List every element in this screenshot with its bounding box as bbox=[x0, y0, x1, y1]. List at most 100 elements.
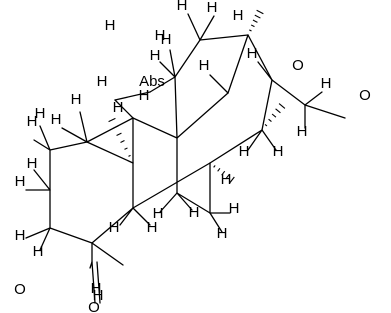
bond bbox=[33, 169, 51, 191]
stereo-hash bbox=[217, 167, 221, 172]
bond bbox=[39, 125, 51, 151]
bond bbox=[132, 117, 178, 139]
atom-label-hydrogen: H bbox=[229, 200, 240, 217]
bond bbox=[132, 207, 151, 226]
bond bbox=[91, 207, 134, 244]
atom-label-hydrogen: H bbox=[161, 31, 172, 48]
bond bbox=[227, 34, 249, 94]
atom-label-oxygen: O bbox=[292, 57, 304, 74]
atom-label-hydrogen: H bbox=[321, 75, 332, 92]
bond bbox=[25, 227, 51, 239]
stereo-hash bbox=[254, 14, 261, 19]
bond bbox=[174, 39, 201, 78]
bond bbox=[304, 104, 346, 119]
stereo-hash bbox=[256, 9, 264, 15]
stereo-hash bbox=[250, 24, 255, 28]
atom-label-hydrogen: H bbox=[113, 99, 124, 116]
atom-label-hydrogen: H bbox=[153, 205, 164, 222]
bond bbox=[257, 61, 273, 81]
bond bbox=[159, 192, 178, 213]
bond bbox=[176, 192, 211, 214]
atom-label-hydrogen: H bbox=[71, 91, 82, 108]
bond bbox=[199, 34, 249, 41]
bond bbox=[174, 76, 178, 139]
bond bbox=[176, 192, 193, 211]
atom-label-hydrogen: H bbox=[139, 87, 150, 104]
stereo-hash bbox=[213, 165, 216, 168]
stereo-hash bbox=[124, 147, 128, 150]
bond bbox=[209, 212, 223, 233]
atom-label-hydrogen: H bbox=[147, 219, 158, 236]
bond bbox=[209, 129, 263, 164]
atom-label-hydrogen: H bbox=[199, 57, 210, 74]
bond bbox=[49, 227, 93, 244]
atom-label-hydrogen: H bbox=[105, 17, 116, 34]
bond bbox=[91, 261, 96, 304]
atom-label-hydrogen: H bbox=[177, 0, 188, 14]
bond bbox=[261, 129, 277, 151]
bond bbox=[247, 129, 263, 151]
atom-label-hydrogen: H bbox=[239, 143, 250, 160]
stereo-hash bbox=[278, 103, 286, 109]
atom-label-oxygen: O bbox=[14, 281, 26, 298]
bond bbox=[176, 92, 229, 139]
bond-layer bbox=[25, 13, 346, 304]
bond bbox=[114, 99, 134, 119]
stereo-hash bbox=[271, 113, 277, 118]
atom-label-hydrogen: H bbox=[207, 0, 218, 16]
bond bbox=[49, 141, 88, 151]
atom-label-hydrogen: H bbox=[150, 47, 161, 64]
atom-label-hydrogen: H bbox=[27, 113, 38, 130]
atom-label-hydrogen: H bbox=[35, 105, 46, 122]
stereo-hash bbox=[225, 173, 230, 180]
bond bbox=[261, 79, 273, 131]
atom-label-hydrogen: H bbox=[15, 227, 26, 244]
bond bbox=[96, 261, 101, 304]
atom-label-hydrogen: H bbox=[221, 171, 232, 188]
atom-label-hydrogen: H bbox=[93, 287, 104, 304]
bond bbox=[159, 61, 176, 78]
atom-label-hydrogen: H bbox=[189, 204, 200, 221]
bond bbox=[132, 162, 211, 209]
bond bbox=[79, 111, 88, 143]
bond bbox=[86, 141, 134, 164]
stereo-hash bbox=[112, 125, 119, 130]
atom-label-abs: Abs bbox=[139, 73, 165, 90]
stereo-hash bbox=[108, 117, 116, 123]
atom-label-hydrogen: H bbox=[247, 45, 258, 62]
atom-label-hydrogen: H bbox=[155, 27, 166, 44]
bond bbox=[247, 34, 273, 81]
atom-label-hydrogen: H bbox=[273, 143, 284, 160]
bond bbox=[61, 127, 88, 143]
bond bbox=[86, 117, 134, 143]
stereo-hash bbox=[249, 29, 252, 32]
atom-label-hydrogen: H bbox=[15, 173, 26, 190]
bond bbox=[33, 139, 51, 151]
bond bbox=[91, 242, 124, 266]
bond bbox=[169, 49, 176, 78]
stereo-hash bbox=[128, 154, 131, 157]
atom-label-hydrogen: H bbox=[297, 123, 308, 140]
atom-label-hydrogen: H bbox=[233, 7, 244, 24]
stereo-hash bbox=[229, 176, 235, 184]
bond bbox=[187, 13, 201, 41]
stereo-hash bbox=[252, 19, 258, 23]
bond bbox=[119, 207, 134, 226]
atom-label-hydrogen: H bbox=[51, 111, 62, 128]
atom-label-hydrogen: H bbox=[109, 219, 120, 236]
stereo-hash bbox=[120, 140, 125, 143]
stereo-hash bbox=[275, 108, 281, 114]
atom-label-hydrogen: H bbox=[33, 243, 44, 260]
bond bbox=[199, 15, 215, 41]
atom-label-hydrogen: H bbox=[97, 73, 108, 90]
bond bbox=[271, 79, 306, 106]
bond bbox=[114, 91, 151, 101]
atom-label-hydrogen: H bbox=[27, 155, 38, 172]
stereo-hash bbox=[264, 123, 268, 127]
atom-label-hydrogen: H bbox=[91, 280, 102, 297]
bond bbox=[39, 227, 51, 251]
atom-label-oxygen: O bbox=[359, 87, 371, 104]
stereo-hash-layer bbox=[108, 9, 286, 184]
atom-label-oxygen: O bbox=[88, 299, 100, 313]
